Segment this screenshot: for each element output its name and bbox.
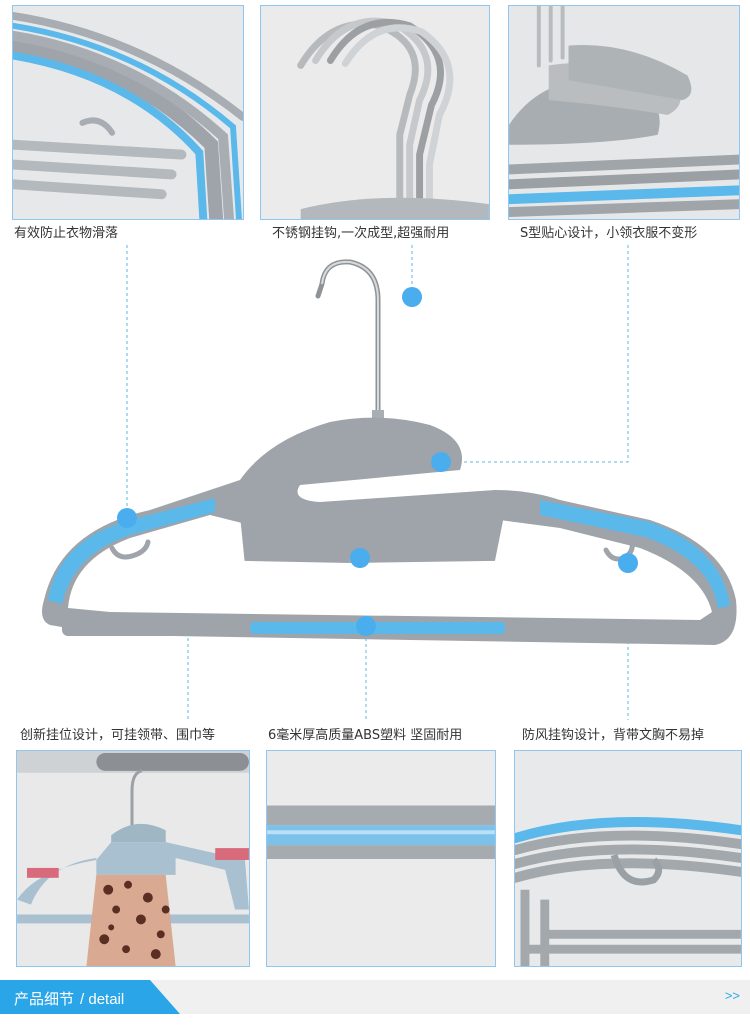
scarf-usage-illustration: [17, 751, 249, 966]
footer-tab: [0, 980, 180, 1014]
detail-photo-s-shape: [508, 5, 740, 220]
caption-steel-hook: 不锈钢挂钩,一次成型,超强耐用: [272, 226, 450, 241]
caption-accessory-slot: 创新挂位设计，可挂领带、围巾等: [20, 728, 216, 743]
hook-shape: [315, 259, 381, 421]
abs-edge-illustration: [267, 751, 495, 966]
caption-abs-plastic: 6毫米厚高质量ABS塑料 坚固耐用: [268, 728, 463, 743]
footer-subtitle: / detail: [80, 991, 125, 1008]
detail-photo-abs-edge: [266, 750, 496, 967]
detail-photo-anti-slip: [12, 5, 244, 220]
detail-photo-scarf-usage: [16, 750, 250, 967]
anti-slip-edge-illustration: [13, 6, 243, 219]
more-link[interactable]: >>: [724, 988, 740, 1003]
detail-photo-wind-hook: [514, 750, 742, 967]
footer-title: 产品细节 / detail: [14, 988, 124, 1009]
footer-bar: 产品细节 / detail >>: [0, 980, 750, 1014]
detail-photo-steel-hook: [260, 5, 490, 220]
caption-s-shape: S型贴心设计，小领衣服不变形: [520, 226, 698, 241]
left-shoulder-rubber: [48, 498, 215, 604]
crossbar-rubber-strip: [250, 622, 505, 634]
footer-title-text: 产品细节: [14, 990, 75, 1008]
wind-hook-illustration: [515, 751, 741, 966]
caption-wind-proof-hook: 防风挂钩设计，背带文胸不易掉: [522, 728, 705, 743]
left-accessory-hook: [109, 539, 151, 560]
callout-dots: [117, 287, 638, 636]
s-shape-illustration: [509, 6, 739, 219]
steel-hook-illustration: [261, 6, 489, 219]
right-shoulder-rubber: [540, 500, 730, 608]
main-hanger-illustration: [42, 245, 737, 720]
caption-anti-slip: 有效防止衣物滑落: [14, 226, 119, 241]
